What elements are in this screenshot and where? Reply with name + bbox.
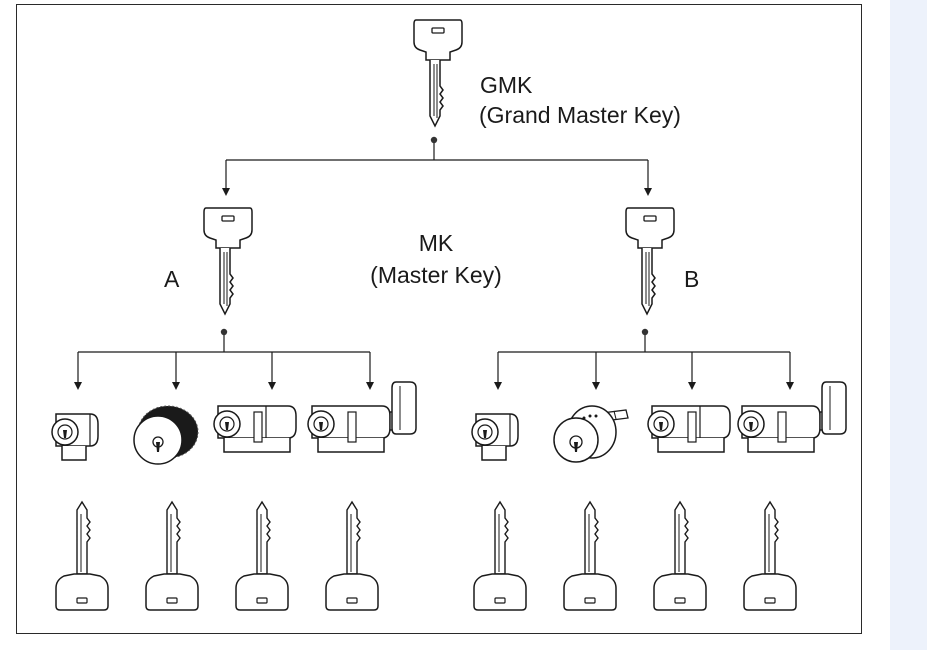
master-key-b-icon xyxy=(625,207,675,315)
thumbturn-cylinder-a-icon xyxy=(307,381,417,453)
euro-half-cylinder-a-icon xyxy=(51,413,99,461)
user-key-a2-icon xyxy=(145,501,199,611)
user-key-a1-icon xyxy=(55,501,109,611)
euro-half-cylinder-b-icon xyxy=(471,413,519,461)
knob-cylinder-b-icon xyxy=(553,405,629,463)
group-b-label: B xyxy=(684,266,700,292)
grand-master-key-icon xyxy=(413,19,463,127)
side-panel xyxy=(890,0,927,650)
user-key-b4-icon xyxy=(743,501,797,611)
group-a-label: A xyxy=(164,266,180,292)
mk-b-connector-dot xyxy=(641,328,649,336)
euro-double-cylinder-b-icon xyxy=(647,405,731,453)
master-key-a-icon xyxy=(203,207,253,315)
user-key-b2-icon xyxy=(563,501,617,611)
mk-a-connector-dot xyxy=(220,328,228,336)
user-key-a4-icon xyxy=(325,501,379,611)
gmk-label: GMK xyxy=(480,72,533,98)
thumbturn-cylinder-b-icon xyxy=(737,381,847,453)
user-key-b3-icon xyxy=(653,501,707,611)
mk-description: (Master Key) xyxy=(370,262,502,288)
user-key-b1-icon xyxy=(473,501,527,611)
connector-lines xyxy=(74,140,794,390)
user-key-a3-icon xyxy=(235,501,289,611)
mortise-cylinder-a-icon xyxy=(133,405,199,465)
gmk-connector-dot xyxy=(430,136,438,144)
gmk-description: (Grand Master Key) xyxy=(479,102,681,128)
mk-label: MK xyxy=(418,230,454,256)
euro-double-cylinder-a-icon xyxy=(213,405,297,453)
